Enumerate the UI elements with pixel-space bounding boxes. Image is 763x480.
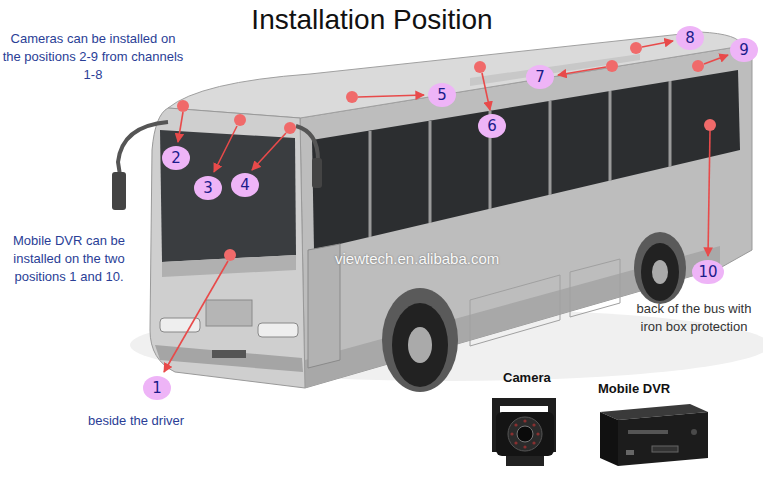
position-note: back of the bus with iron box protection	[630, 300, 758, 336]
watermark: viewtech.en.alibaba.com	[335, 250, 499, 268]
number-text: 2	[171, 151, 181, 166]
label-text: Mobile DVR can be installed on the two p…	[13, 233, 125, 284]
number-text: 10	[698, 265, 717, 280]
camera-photo	[492, 398, 556, 466]
title: Installation Position	[251, 4, 492, 36]
callout-number: 2	[162, 146, 190, 170]
grille	[206, 300, 252, 326]
bus-skirt	[305, 246, 720, 388]
wheel-arch	[634, 232, 686, 304]
label-text: Mobile DVR	[598, 381, 670, 396]
callout-number: 1	[143, 376, 171, 400]
label-text: Cameras can be installed on the position…	[3, 31, 184, 82]
number-text: 1	[152, 381, 162, 396]
wheel-arch	[382, 288, 458, 392]
number-text: 4	[240, 178, 250, 193]
hub	[652, 260, 668, 284]
wheel	[641, 243, 679, 301]
callout-number: 3	[194, 176, 222, 200]
label-text: beside the driver	[88, 413, 184, 428]
position-note: beside the driver	[88, 413, 184, 429]
number-text: 6	[487, 119, 497, 134]
side-windows	[312, 70, 740, 250]
number-text: 8	[685, 31, 695, 46]
mirror	[112, 172, 126, 210]
plate	[212, 350, 246, 358]
dvr-note: Mobile DVR can be installed on the two p…	[2, 232, 136, 286]
number-text: 5	[437, 88, 447, 103]
mirror	[312, 158, 322, 188]
window-pillars	[370, 81, 670, 237]
label-text: Camera	[503, 370, 551, 385]
callout-number: 8	[676, 26, 704, 50]
photo-caption: Mobile DVR	[598, 381, 670, 397]
callout-number: 10	[692, 260, 723, 284]
photo-caption: Camera	[503, 370, 551, 386]
camera-note: Cameras can be installed on the position…	[2, 30, 184, 84]
number-text: 9	[739, 43, 749, 58]
hub	[408, 327, 432, 363]
mirror-arm	[296, 126, 318, 160]
callout-number: 6	[478, 114, 506, 138]
headlight	[258, 323, 298, 337]
callout-number: 7	[526, 65, 554, 89]
title-block: Installation Position	[251, 4, 492, 36]
bus-side	[300, 46, 752, 388]
wheel	[392, 303, 448, 387]
roof-hatch	[470, 54, 640, 86]
callout-number: 4	[231, 173, 259, 197]
callout-number: 9	[730, 38, 758, 62]
number-text: 7	[535, 70, 545, 85]
luggage-doors	[470, 259, 620, 346]
number-text: 3	[203, 181, 213, 196]
position-dots	[177, 42, 716, 261]
label-text: back of the bus with iron box protection	[637, 301, 752, 334]
mirror-arm	[118, 122, 168, 175]
label-text: viewtech.en.alibaba.com	[335, 250, 499, 267]
dvr-photo	[600, 404, 708, 466]
callout-number: 5	[428, 83, 456, 107]
windshield	[160, 130, 296, 262]
bus-front	[150, 108, 305, 388]
